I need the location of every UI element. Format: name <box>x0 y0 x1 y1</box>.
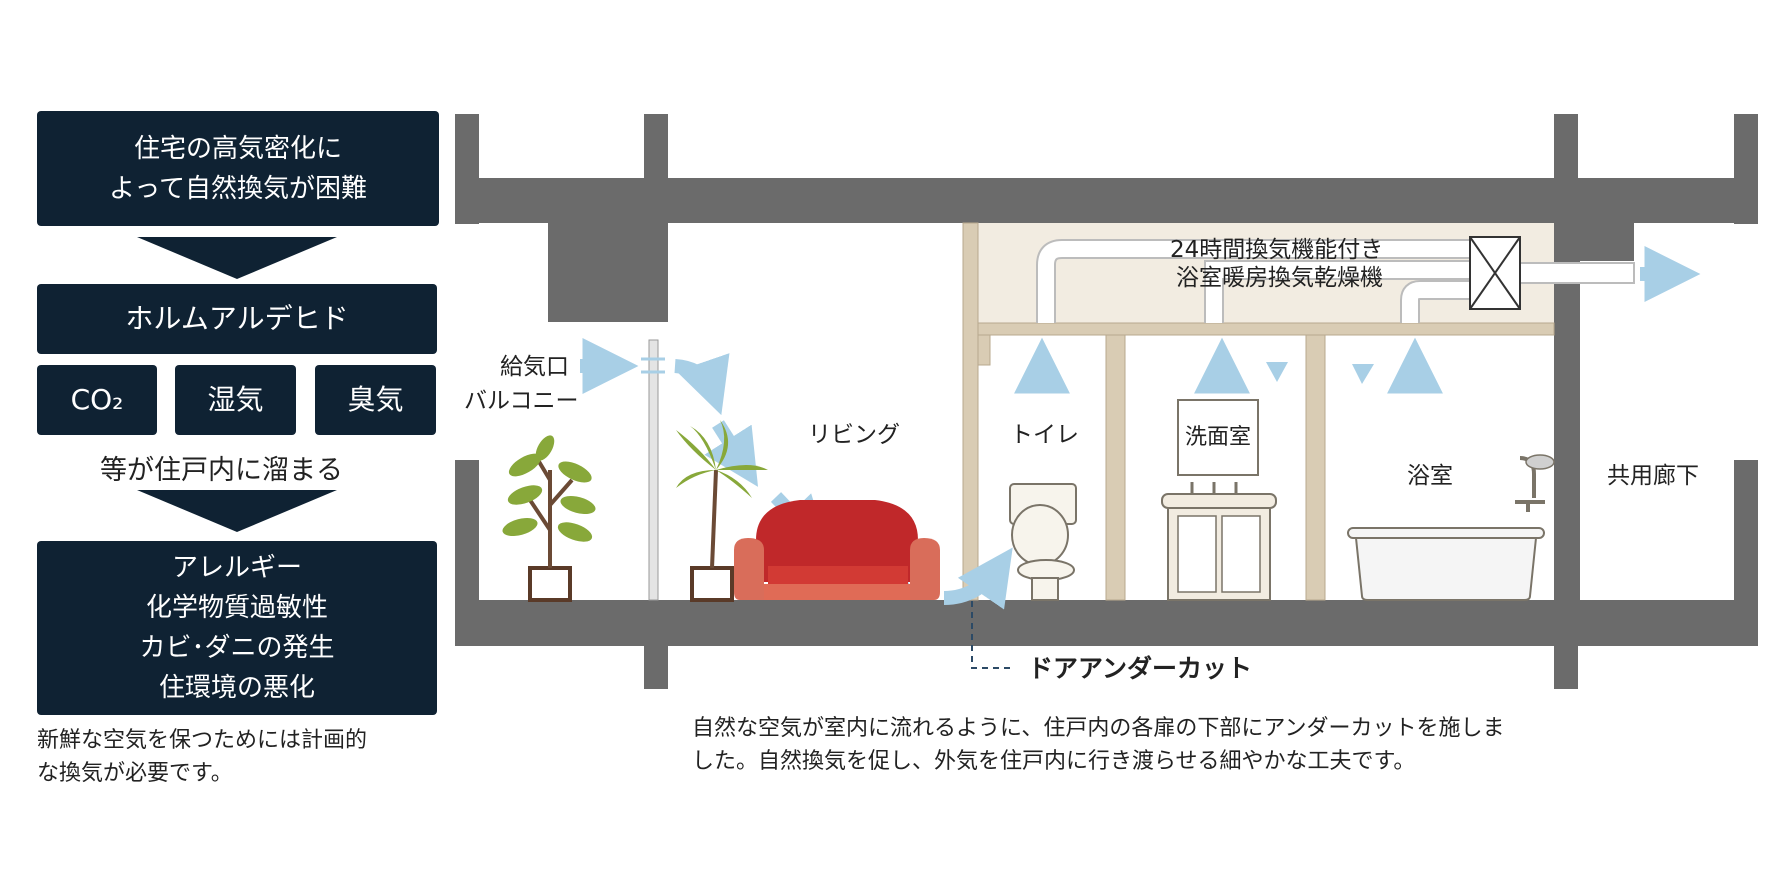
supply-vent-label: 給気口 <box>500 354 569 380</box>
co2-label: CO₂ <box>70 383 124 416</box>
effect-line-3: カビ･ダニの発生 <box>139 633 335 663</box>
cause-line-1: 住宅の高気密化に <box>133 133 342 164</box>
unit-label-line-2: 浴室暖房換気乾燥機 <box>1176 265 1383 291</box>
sofa-icon <box>734 500 940 600</box>
washroom-label: 洗面室 <box>1185 425 1251 450</box>
ventilation-note-line-2: な換気が必要です。 <box>37 761 233 786</box>
co2-chip: CO₂ <box>37 365 157 435</box>
door-undercut-label: ドアアンダーカット <box>1028 654 1252 683</box>
down-arrow-icon <box>137 237 337 279</box>
balcony-post <box>648 339 659 601</box>
undercut-description-line-1: 自然な空気が室内に流れるように、住戸内の各扉の下部にアンダーカットを施しま <box>692 716 1505 741</box>
balcony-label: バルコニー <box>464 388 579 414</box>
effects-box: アレルギー 化学物質過敏性 カビ･ダニの発生 住環境の悪化 <box>37 541 437 715</box>
washroom-vanity: 洗面室 <box>1161 399 1277 601</box>
cause-box: 住宅の高気密化に よって自然換気が困難 <box>37 111 439 226</box>
formaldehyde-label: ホルムアルデヒド <box>125 302 349 335</box>
odor-chip: 臭気 <box>315 365 436 435</box>
cause-line-2: よって自然換気が困難 <box>109 173 367 204</box>
unit-label-line-1: 24時間換気機能付き <box>1170 237 1383 263</box>
ventilation-unit-icon <box>1469 236 1521 310</box>
concrete-structure <box>455 114 1758 689</box>
corridor-label: 共用廊下 <box>1607 463 1699 489</box>
undercut-leader-line <box>971 601 1014 669</box>
humidity-label: 湿気 <box>207 383 264 416</box>
supply-vent-icon <box>641 357 665 374</box>
accumulate-text: 等が住戸内に溜まる <box>100 455 343 486</box>
formaldehyde-box: ホルムアルデヒド <box>37 284 437 354</box>
bathtub-icon <box>1347 454 1555 601</box>
down-arrow-icon <box>137 490 337 532</box>
undercut-description-line-2: した。自然換気を促し、外気を住戸内に行き渡らせる細やかな工夫です。 <box>692 749 1416 774</box>
bathroom-label: 浴室 <box>1407 463 1453 489</box>
effect-line-2: 化学物質過敏性 <box>145 593 328 623</box>
ventilation-note: 新鮮な空気を保つためには計画的 な換気が必要です。 <box>37 724 367 790</box>
interior-partitions <box>962 222 1555 601</box>
toilet-label: トイレ <box>1010 422 1079 448</box>
living-plant <box>676 420 768 602</box>
living-label: リビング <box>808 422 900 448</box>
effect-line-4: 住環境の悪化 <box>158 673 315 703</box>
undercut-description: 自然な空気が室内に流れるように、住戸内の各扉の下部にアンダーカットを施しま した… <box>692 712 1504 778</box>
downflow-arrow-icons <box>1266 362 1374 384</box>
effect-line-1: アレルギー <box>171 553 302 583</box>
outside-duct <box>1519 262 1635 284</box>
toilet-icon <box>1009 483 1077 601</box>
odor-label: 臭気 <box>347 383 404 416</box>
ventilation-note-line-1: 新鮮な空気を保つためには計画的 <box>37 728 368 753</box>
exhaust-ducts-inner <box>1038 241 1470 323</box>
humidity-chip: 湿気 <box>175 365 296 435</box>
balcony-plant <box>502 435 596 602</box>
